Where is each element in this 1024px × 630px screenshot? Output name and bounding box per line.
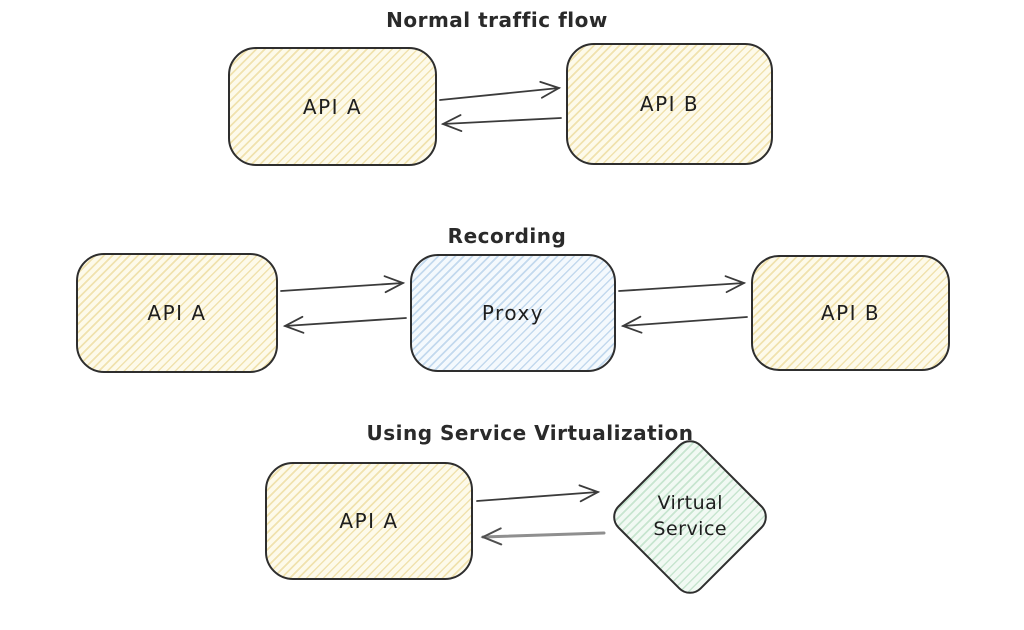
node-api-b-section2: API B <box>751 255 950 371</box>
node-proxy-section2: Proxy <box>410 254 616 372</box>
node-api-a-section2: API A <box>76 253 278 373</box>
node-api-a-section3: API A <box>265 462 473 580</box>
section-title-recording: Recording <box>447 224 567 248</box>
node-virtual-service-section3: Virtual Service <box>606 433 774 601</box>
arrow-s2-api-a-to-proxy <box>280 275 406 294</box>
node-api-a-section1: API A <box>228 47 437 166</box>
node-label: Proxy <box>481 301 545 325</box>
arrow-s1-api-b-to-api-a <box>440 114 562 132</box>
section-title-normal-traffic-flow: Normal traffic flow <box>386 8 608 32</box>
node-label: Virtual Service <box>653 492 727 540</box>
section-title-using-service-virtualization: Using Service Virtualization <box>366 421 694 445</box>
node-label: API B <box>639 92 700 116</box>
node-label: API A <box>339 509 399 533</box>
node-label: API B <box>820 301 881 325</box>
node-label: API A <box>302 94 363 119</box>
node-api-b-section1: API B <box>566 43 773 165</box>
arrow-s2-proxy-to-api-a <box>282 315 407 334</box>
arrow-s2-api-b-to-proxy <box>620 315 748 334</box>
arrow-s3-api-a-to-virtual-service <box>476 484 601 503</box>
arrow-s2-proxy-to-api-b <box>618 275 747 294</box>
arrow-s1-api-a-to-api-b <box>439 80 562 101</box>
node-label: API A <box>147 301 207 325</box>
arrow-s3-virtual-service-to-api-a <box>480 527 606 546</box>
